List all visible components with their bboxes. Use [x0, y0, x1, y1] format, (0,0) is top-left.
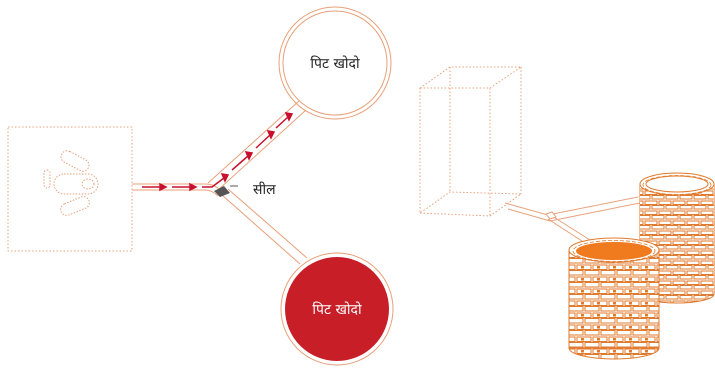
pit-top-label: पिट खोदो — [310, 55, 360, 72]
pit-bottom — [280, 252, 394, 366]
lower-branch-pipe — [221, 188, 308, 265]
right-pipes — [504, 196, 641, 244]
seal-marker — [214, 185, 238, 197]
superstructure-outline-icon — [418, 66, 523, 217]
seal-label: सील — [253, 181, 276, 198]
pit-bottom-label: पिट खोदो — [312, 301, 362, 318]
brick-pit-filled-icon — [568, 237, 660, 360]
upper-branch-pipe — [207, 100, 307, 191]
toilet-pan-icon — [7, 126, 133, 252]
flow-arrows — [142, 112, 294, 192]
pit-top — [278, 6, 392, 120]
inlet-pipe — [132, 183, 221, 197]
